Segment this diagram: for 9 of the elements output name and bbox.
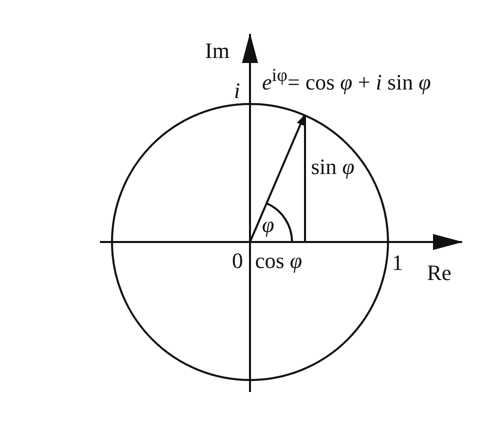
cosine-label: cos φ [255, 250, 302, 272]
equation: e$^{iφ}$= cos φ + i sin φ [262, 66, 431, 94]
tick-label: 1 [392, 252, 403, 274]
tick-label: 0 [232, 250, 243, 272]
angle-label: φ [262, 214, 274, 236]
axis-label: Re [427, 262, 452, 284]
tick-label: i [234, 80, 240, 102]
axis-label: Im [205, 40, 230, 62]
sine-label: sin φ [311, 156, 354, 178]
